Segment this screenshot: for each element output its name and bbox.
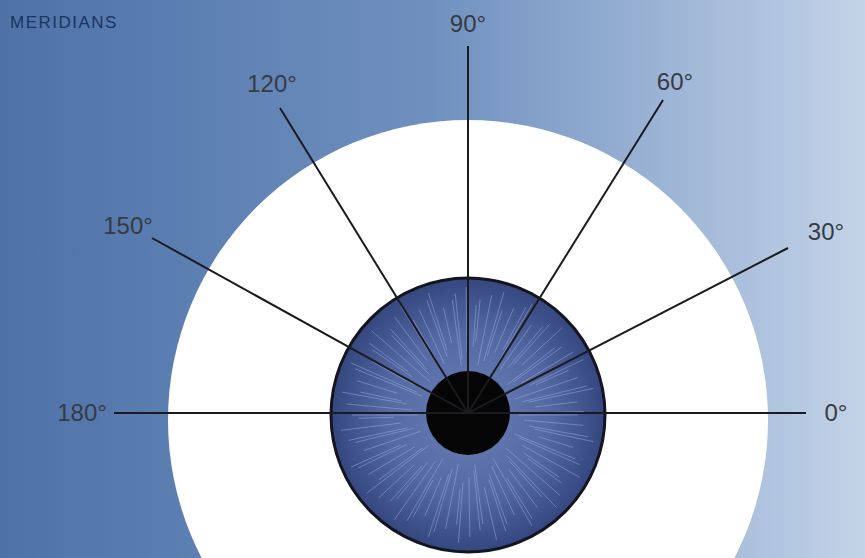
meridian-angle: 120° [247,72,297,96]
meridian-angle: 180° [57,401,107,425]
meridian-angle: 90° [450,12,486,36]
meridian-angle: 30° [808,220,844,244]
diagram-title: MERIDIANS [10,14,118,31]
meridian-angle: 0° [825,401,848,425]
meridian-angle: 60° [657,70,693,94]
meridian-angle: 150° [103,214,153,238]
meridian-lines [114,46,806,413]
